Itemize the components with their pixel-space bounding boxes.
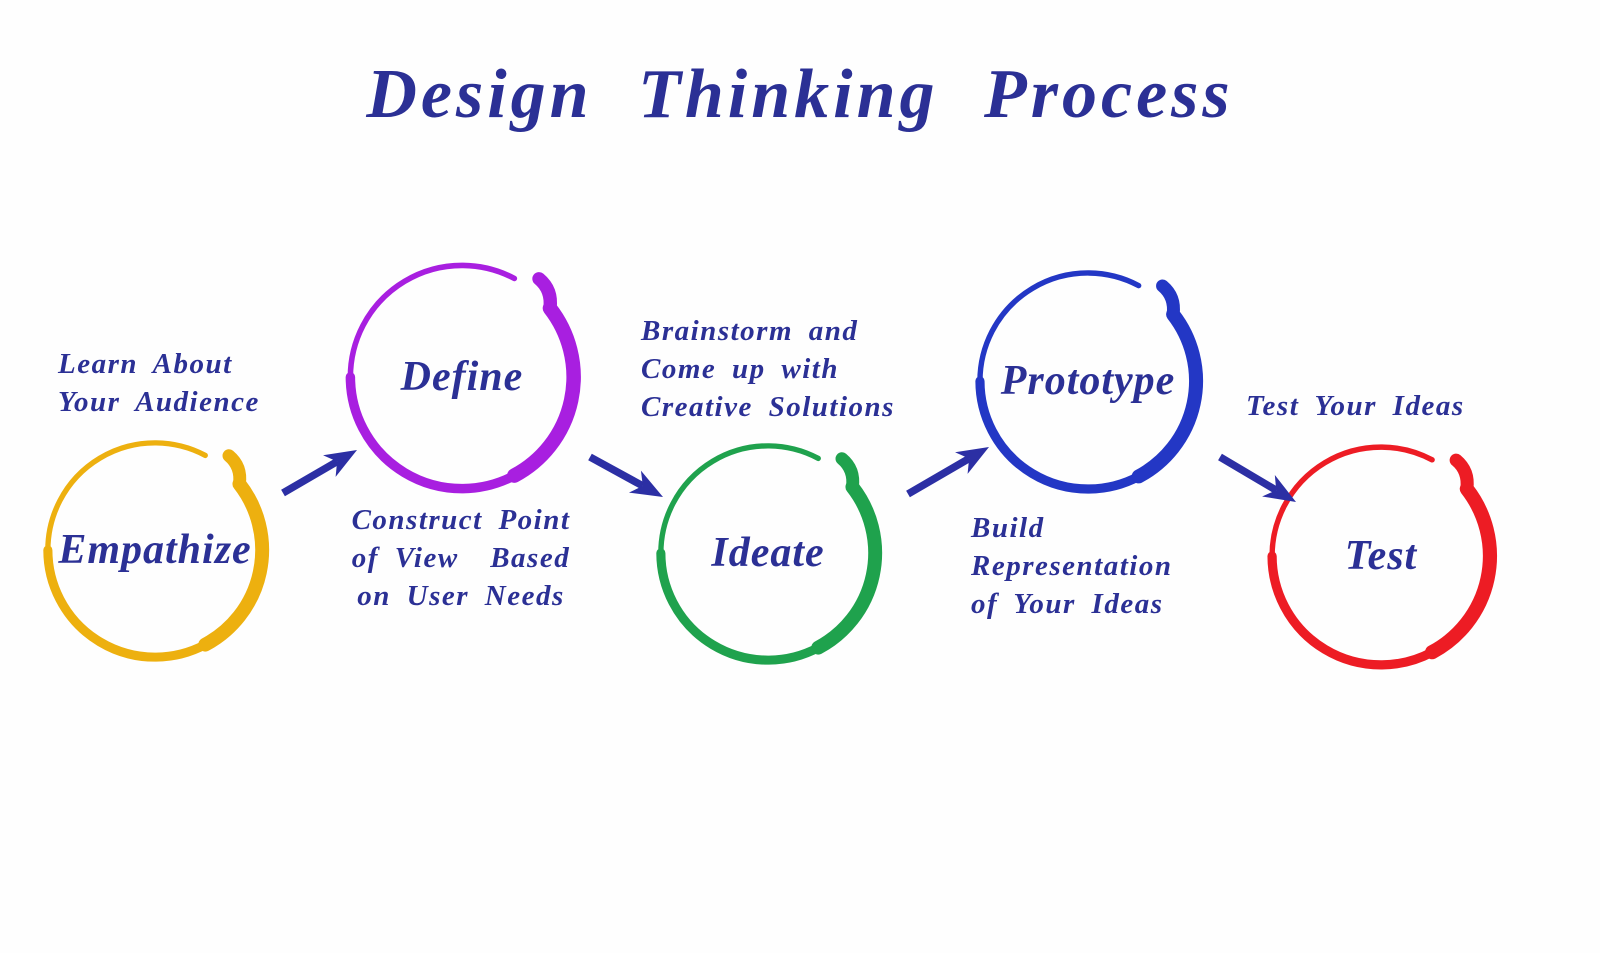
note-test: Test Your Ideas [1246,390,1465,422]
stage-empathize: Empathize [35,430,275,670]
page-title: Design Thinking Process [366,56,1234,133]
note-empathize: Learn About Your Audience [58,348,260,418]
test-circle-icon [1267,444,1497,670]
stage-label-test: Test [1344,533,1418,579]
stage-ideate: Ideate [648,433,888,673]
empathize-circle-icon [43,440,270,662]
stage-test: Test [1259,434,1503,678]
prototype-circle-icon [975,270,1204,494]
ideate-circle-icon [656,443,883,665]
stage-define: Define [337,252,587,502]
stage-prototype: Prototype [967,260,1209,502]
stage-label-define: Define [400,354,524,400]
note-ideate: Brainstorm and Come up with Creative Sol… [641,315,895,423]
stage-label-prototype: Prototype [1000,358,1176,404]
stage-label-ideate: Ideate [711,530,825,576]
stage-label-empathize: Empathize [58,527,252,573]
note-define: Construct Point of View Based on User Ne… [351,504,571,612]
note-prototype: Build Representation of Your Ideas [971,512,1173,620]
define-circle-icon [345,262,581,494]
